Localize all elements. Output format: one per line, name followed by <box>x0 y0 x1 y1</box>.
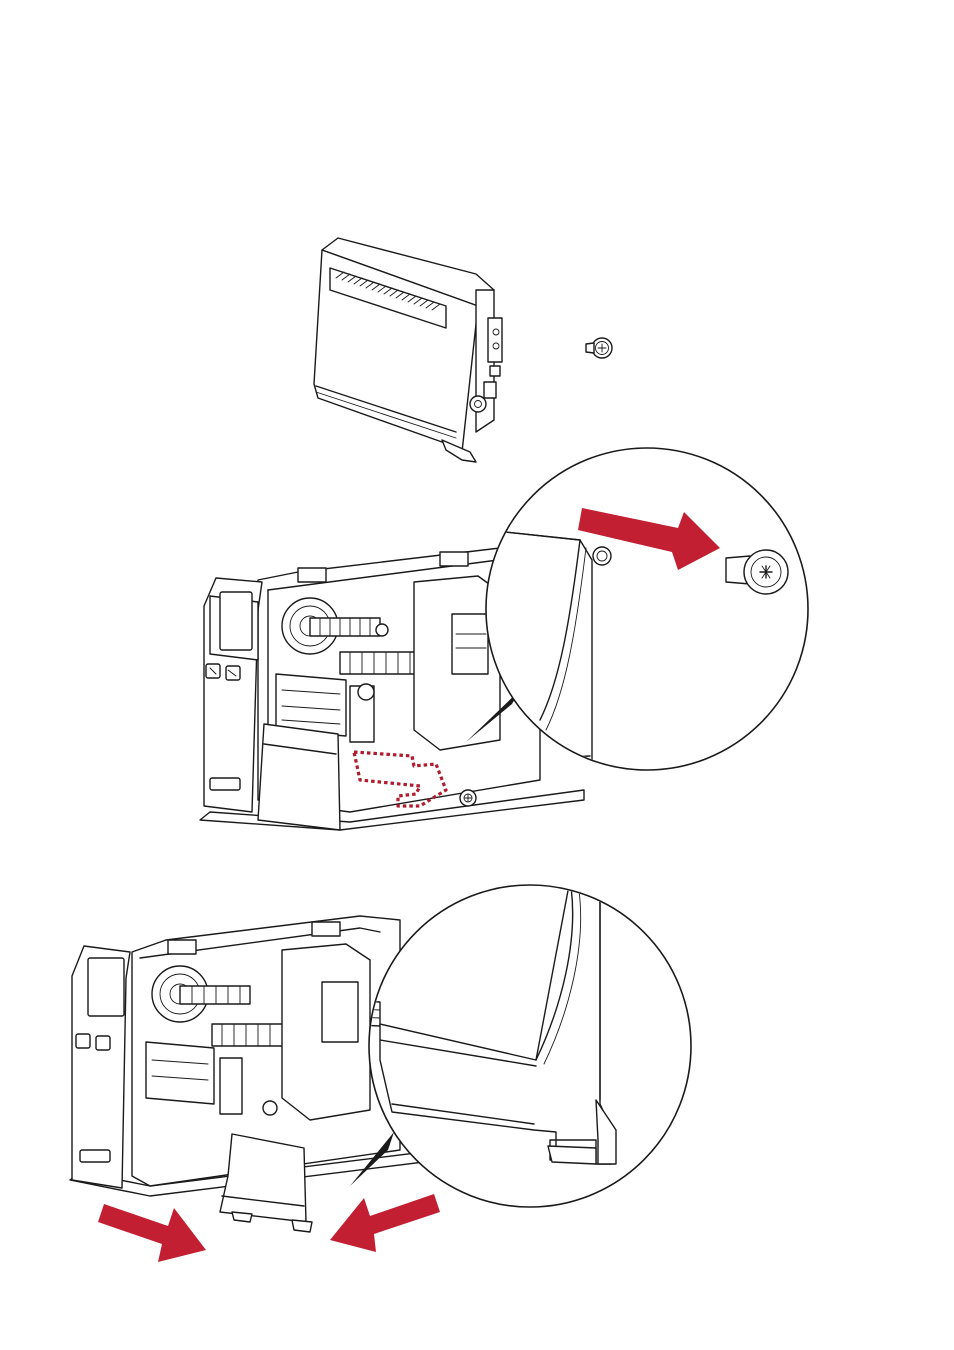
pull-left-arrow-icon <box>98 1204 206 1262</box>
zoom-callout-screw <box>486 448 808 772</box>
cutter-module <box>314 238 502 462</box>
pull-right-arrow-icon <box>330 1194 440 1252</box>
thumb-screw-icon <box>586 338 612 358</box>
